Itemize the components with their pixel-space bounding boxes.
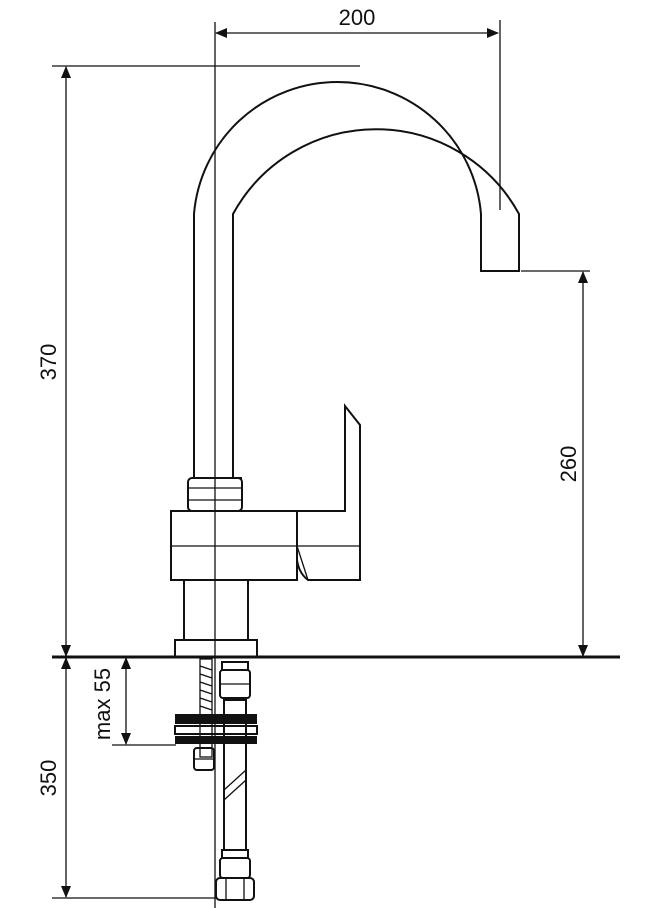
dimension-max-thickness: max 55 [90, 657, 176, 746]
dimension-hose-length: 350 [36, 657, 216, 899]
max-thickness-label: max 55 [90, 668, 115, 740]
dimension-spout-height: 260 [521, 270, 590, 657]
spout-height-label: 260 [556, 446, 581, 483]
dimension-width: 200 [215, 5, 501, 210]
hose-connector [215, 877, 255, 901]
dimension-height: 370 [36, 65, 360, 657]
threaded-rod [199, 658, 213, 758]
height-label: 370 [36, 344, 61, 381]
under-counter-assembly [174, 658, 258, 901]
gooseneck-spout [193, 81, 520, 478]
faucet-body [170, 81, 520, 658]
mounting-washer [175, 714, 257, 724]
lever-handle [296, 403, 361, 581]
base-plate [174, 639, 258, 658]
width-label: 200 [339, 5, 376, 30]
hose-length-label: 350 [36, 760, 61, 797]
lower-column [183, 579, 249, 641]
